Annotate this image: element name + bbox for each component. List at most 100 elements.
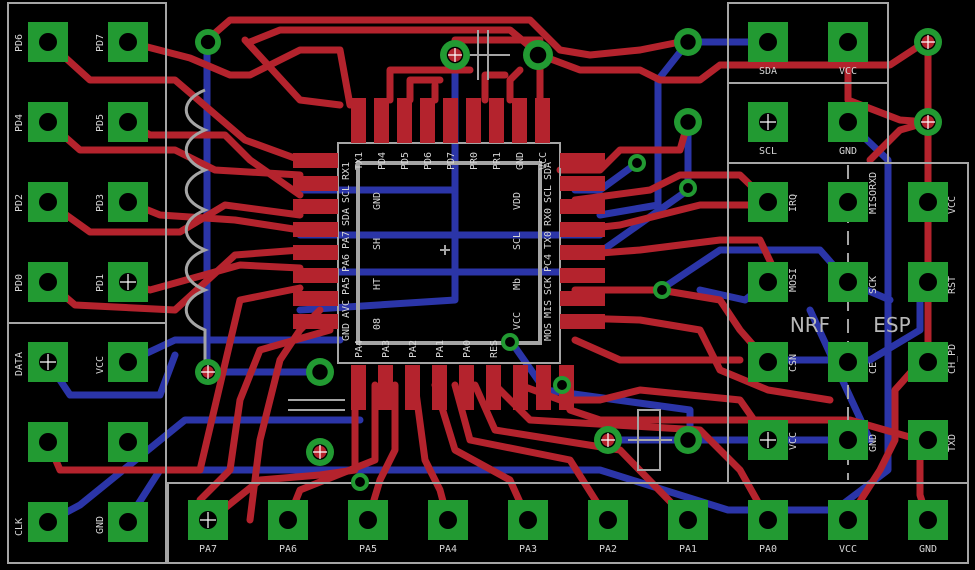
- esp-pin-ch_pd: [908, 342, 948, 382]
- capacitor-pad-left-bottom: [306, 438, 334, 466]
- silkscreen-labels: PD6PD4PD2PD0PD7PD5PD3PD1DATACLKVCCGNDPA7…: [14, 34, 958, 555]
- esp-label-ch_pd: CH_PD: [947, 344, 958, 374]
- chip-pad-top: [443, 98, 458, 143]
- via-6: [351, 473, 369, 491]
- top-trace: [844, 358, 924, 524]
- inductor-pad-bottom: [195, 359, 221, 385]
- chip-pad-top: [466, 98, 481, 143]
- pad-drill: [119, 193, 137, 211]
- chip-label-left-pa7: PA7: [341, 231, 352, 249]
- pad-drill: [119, 513, 137, 531]
- pad-drill: [200, 34, 216, 50]
- pad-drill: [657, 285, 667, 295]
- pad-drill: [839, 511, 857, 529]
- top-trace: [471, 381, 692, 524]
- capacitor-pad-top-right: [523, 40, 553, 70]
- pad-cross: [200, 512, 216, 528]
- chip-pad-left: [293, 176, 338, 191]
- header-outline-radio: [727, 162, 969, 484]
- top-trace: [571, 336, 744, 364]
- crystal-outline: [628, 409, 672, 471]
- chip-label-left-avc: AVC: [341, 300, 352, 318]
- via-3: [653, 281, 671, 299]
- chip-pad-left: [293, 291, 338, 306]
- chip-label-bottom-pa1: PA1: [435, 340, 446, 358]
- chip-pad-bottom: [486, 365, 501, 410]
- chip-pad-left: [293, 199, 338, 214]
- inductor-coil: [184, 88, 210, 360]
- pad-drill: [505, 337, 515, 347]
- chip-label-pd7: PD7: [446, 152, 457, 170]
- top-trace: [203, 16, 684, 59]
- header-pin-pd6: [28, 22, 68, 62]
- chip-pad-right: [560, 314, 605, 329]
- chip-label-vcc: VCC: [538, 152, 549, 170]
- pin-label-data: DATA: [14, 352, 25, 376]
- pad-drill: [919, 511, 937, 529]
- capacitor-pad-left-top: [306, 358, 334, 386]
- bottom-pin-pa3: [508, 500, 548, 540]
- pin-label-pa1: PA1: [679, 544, 697, 555]
- nrf-label-vcc: VCC: [788, 432, 799, 450]
- power-pad-mid: [914, 108, 942, 136]
- top-trace: [241, 36, 344, 109]
- pad-drill: [557, 380, 567, 390]
- chip-pad-right: [560, 199, 605, 214]
- esp-label-vcc: VCC: [947, 196, 958, 214]
- top-trace: [571, 286, 772, 366]
- pad-drill: [119, 353, 137, 371]
- shared-label-misorxd: MISORXD: [868, 172, 879, 214]
- pad-drill: [119, 33, 137, 51]
- header-outline-lower-left: [7, 322, 167, 564]
- pad-drill: [683, 183, 693, 193]
- chip-label-right-pc4: PC4: [543, 254, 554, 272]
- chip-label-tx1: TX1: [354, 152, 365, 170]
- crystal-pad-left: [594, 426, 622, 454]
- chip-pad-top: [420, 98, 435, 143]
- pin-label-pd5: PD5: [95, 114, 106, 132]
- pad-drill: [759, 353, 777, 371]
- top-trace: [206, 381, 359, 524]
- capacitor-outline-left: [288, 399, 345, 411]
- top-trace: [44, 118, 304, 179]
- chip-body-outline: [356, 161, 542, 345]
- chip-pad-bottom: [459, 365, 474, 410]
- chip-pad-right: [560, 245, 605, 260]
- i2c-pin-sda: [748, 22, 788, 62]
- pin-label-pa7: PA7: [199, 544, 217, 555]
- pad-cross: [201, 365, 215, 379]
- pad-drill: [355, 477, 365, 487]
- pin-label-pd0: PD0: [14, 274, 25, 292]
- bottom-trace: [596, 38, 692, 219]
- chip-inner-label: 08: [372, 318, 383, 330]
- chip-label-pr0: PR0: [469, 152, 480, 170]
- pad-drill: [839, 33, 857, 51]
- pin-label-gnd: GND: [95, 516, 106, 534]
- chip-label-right-rx0: RX0: [543, 208, 554, 226]
- pin-label-vcc: VCC: [839, 544, 857, 555]
- bottom-pin-pa4: [428, 500, 468, 540]
- chip-pad-top: [397, 98, 412, 143]
- i2c-pin-scl: [748, 102, 788, 142]
- chip-label-left-pa5: PA5: [341, 277, 352, 295]
- pin-label-pd3: PD3: [95, 194, 106, 212]
- esp-label-txd: TXD: [947, 434, 958, 452]
- pad-drill: [759, 33, 777, 51]
- power-pad-top: [914, 28, 942, 56]
- bottom-pin-pa6: [268, 500, 308, 540]
- bottom-pin-pa1: [668, 500, 708, 540]
- chip-pad-top: [512, 98, 527, 143]
- pad-drill: [839, 273, 857, 291]
- via-2: [679, 179, 697, 197]
- pad-cross: [921, 35, 935, 49]
- chip-inner-label: SCL: [512, 232, 523, 250]
- chip-inner-label: VDD: [512, 192, 523, 210]
- pin-label-pd2: PD2: [14, 194, 25, 212]
- chip-inner-label: GND: [372, 192, 383, 210]
- top-trace: [571, 314, 834, 404]
- header-pin-pd0: [28, 262, 68, 302]
- chip-pad-top: [351, 98, 366, 143]
- chip-inner-label: SH: [372, 238, 383, 250]
- pin-label-pa3: PA3: [519, 544, 537, 555]
